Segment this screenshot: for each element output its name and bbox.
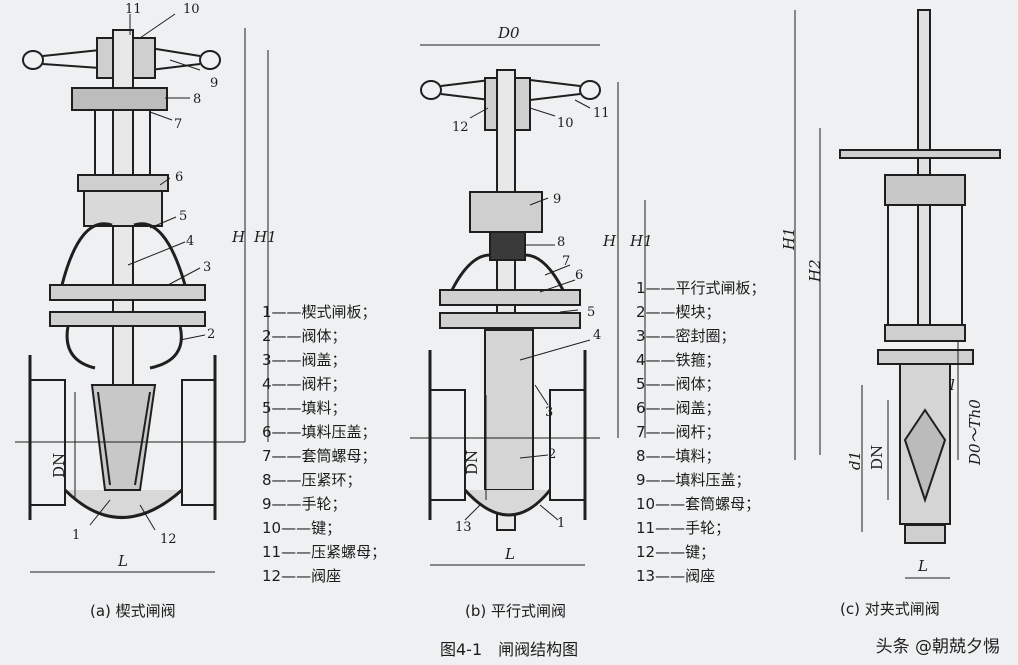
caption-panel-a: (a) 楔式闸阀 [90, 602, 176, 620]
legend-item: 3——密封圈； [636, 327, 736, 345]
part-number-label: 2 [548, 447, 557, 462]
part-number-label: 11 [593, 106, 610, 121]
part-number-label: 10 [557, 116, 574, 131]
part-number-label: 8 [193, 92, 202, 107]
dimension-h1: H1 [254, 228, 277, 246]
dimension-l: L [118, 552, 128, 570]
part-number-label: 3 [203, 260, 212, 275]
dimension-dn: DN [50, 452, 68, 478]
legend-item: 1——楔式闸板； [262, 303, 377, 321]
part-number-label: 12 [160, 532, 177, 547]
legend-panel-a: 1——楔式闸板； 2——阀体； 3——阀盖； 4——阀杆； 5——填料； 6——… [262, 300, 386, 588]
part-number-label: 9 [210, 76, 219, 91]
dimension-d0-th0: D0～Th0 [966, 399, 984, 465]
part-number-label: 7 [174, 117, 183, 132]
part-number-label: 9 [553, 192, 562, 207]
part-number-label: 5 [587, 305, 596, 320]
wedge-gate-valve-figure [15, 13, 269, 573]
part-number-label: 11 [125, 2, 142, 17]
legend-item: 1——平行式闸板； [636, 279, 766, 297]
legend-item: 5——阀体； [636, 375, 721, 393]
dimension-d0: D0 [498, 24, 520, 42]
legend-item: 9——手轮； [262, 495, 347, 513]
caption-panel-c: (c) 对夹式闸阀 [840, 600, 940, 618]
dimension-d1: d1 [846, 450, 864, 470]
legend-item: 7——阀杆； [636, 423, 721, 441]
dimension-small-l: l [950, 376, 955, 394]
part-number-label: 5 [179, 209, 188, 224]
part-number-label: 12 [452, 120, 469, 135]
dimension-dn: DN [868, 444, 886, 470]
dimension-h: H [232, 228, 246, 246]
dimension-h1: H1 [780, 227, 798, 250]
part-number-label: 4 [186, 234, 195, 249]
dimension-h2: H2 [806, 259, 824, 282]
figure-title: 图4-1 闸阀结构图 [440, 640, 579, 659]
dimension-h: H [603, 232, 617, 250]
dimension-l: L [918, 557, 928, 575]
part-number-label: 2 [207, 327, 216, 342]
legend-item: 3——阀盖； [262, 351, 347, 369]
dimension-l: L [505, 545, 515, 563]
part-number-label: 7 [562, 254, 571, 269]
legend-item: 2——阀体； [262, 327, 347, 345]
legend-item: 8——填料； [636, 447, 721, 465]
legend-item: 9——填料压盖； [636, 471, 751, 489]
legend-item: 6——填料压盖； [262, 423, 377, 441]
legend-panel-b: 1——平行式闸板； 2——楔块； 3——密封圈； 4——铁箍； 5——阀体； 6… [636, 276, 766, 588]
legend-item: 10——套筒螺母； [636, 495, 761, 513]
legend-item: 10——键； [262, 519, 342, 537]
part-number-label: 13 [455, 520, 472, 535]
legend-item: 6——阀盖； [636, 399, 721, 417]
legend-item: 2——楔块； [636, 303, 721, 321]
part-number-label: 1 [557, 516, 566, 531]
dimension-dn: DN [463, 449, 481, 475]
part-number-label: 3 [545, 405, 554, 420]
watermark: 头条 @朝兢夕惕 [875, 637, 1000, 657]
legend-item: 11——手轮； [636, 519, 731, 537]
part-number-label: 4 [593, 328, 602, 343]
legend-item: 13——阀座 [636, 567, 716, 585]
legend-item: 4——铁箍； [636, 351, 721, 369]
part-number-label: 1 [72, 528, 81, 543]
part-number-label: 10 [183, 2, 200, 17]
legend-item: 11——压紧螺母； [262, 543, 387, 561]
legend-item: 12——阀座 [262, 567, 342, 585]
legend-item: 7——套筒螺母； [262, 447, 377, 465]
wafer-gate-valve-figure [794, 9, 1001, 579]
caption-panel-b: (b) 平行式闸阀 [465, 602, 566, 620]
legend-item: 8——压紧环； [262, 471, 362, 489]
part-number-label: 6 [575, 268, 584, 283]
part-number-label: 8 [557, 235, 566, 250]
legend-item: 4——阀杆； [262, 375, 347, 393]
part-number-label: 6 [175, 170, 184, 185]
parallel-gate-valve-figure [410, 44, 646, 566]
dimension-h1: H1 [630, 232, 653, 250]
legend-item: 5——填料； [262, 399, 347, 417]
legend-item: 12——键； [636, 543, 716, 561]
